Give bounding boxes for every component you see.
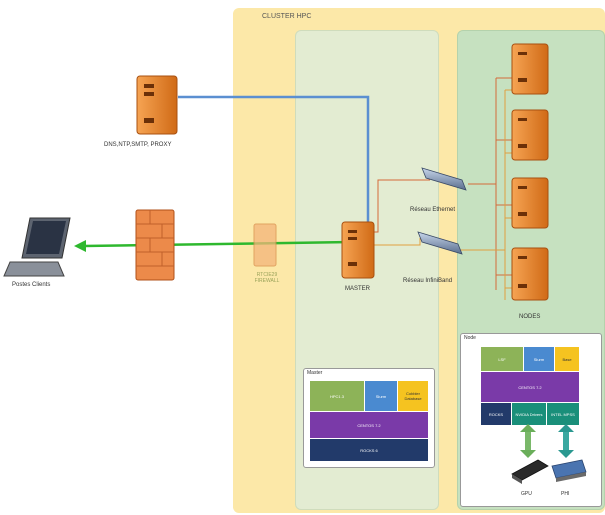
- infiniband-label: Réseau InfiniBand: [403, 278, 453, 284]
- phi-link-arrow: [558, 424, 574, 458]
- node-stack-lsf: LSF: [481, 347, 523, 371]
- master-clients-link: [83, 240, 353, 248]
- phi-label: PHI: [561, 491, 570, 497]
- master-stack-rocks: ROCKS 6: [310, 439, 428, 461]
- clients-label: Postes Clients: [12, 282, 51, 288]
- master-stack-title: Master: [307, 370, 323, 376]
- arrow-head: [74, 240, 86, 252]
- node-stack-slurm: Slurm: [524, 347, 554, 371]
- gpu-link-arrow: [520, 424, 536, 458]
- node-stack-os: CENTOS 7.2: [481, 372, 579, 402]
- nodes-label: NODES: [519, 314, 541, 320]
- cluster-title: CLUSTER HPC: [262, 13, 312, 20]
- gpu-label: GPU: [521, 491, 532, 497]
- node-server-2: [511, 109, 549, 161]
- node-stack: Node LSF Slurm Base CENTOS 7.2 ROCKS NVI…: [460, 333, 602, 507]
- master-stack-cobbler: Cobbler Database: [398, 381, 428, 411]
- master-stack: Master HPC1.3 Slurm Cobbler Database CEN…: [303, 368, 435, 468]
- node-stack-mpss: INTEL MPSS: [547, 403, 579, 425]
- node-stack-rocks: ROCKS: [481, 403, 511, 425]
- node-server-4: [511, 247, 549, 301]
- firewall-label: RTCIE29 FIREWALL: [254, 272, 280, 284]
- node-server-1: [511, 43, 549, 95]
- ethernet-links: [372, 77, 512, 290]
- master-stack-hpc: HPC1.3: [310, 381, 364, 411]
- master-stack-os: CENTOS 7.2: [310, 412, 428, 438]
- dns-label: DNS,NTP,SMTP, PROXY: [104, 142, 172, 148]
- master-stack-slurm: Slurm: [365, 381, 397, 411]
- node-stack-base: Base: [555, 347, 579, 371]
- master-label: MASTER: [345, 286, 371, 292]
- ethernet-label: Réseau Ethernet: [410, 207, 456, 213]
- dns-master-link: [178, 95, 370, 228]
- infiniband-links: [372, 89, 512, 300]
- node-stack-title: Node: [464, 335, 476, 341]
- gpu-card-icon: [511, 459, 549, 484]
- phi-card-icon: [551, 459, 587, 482]
- node-server-3: [511, 177, 549, 229]
- node-stack-nvidia: NVIDIA Drivers: [512, 403, 546, 425]
